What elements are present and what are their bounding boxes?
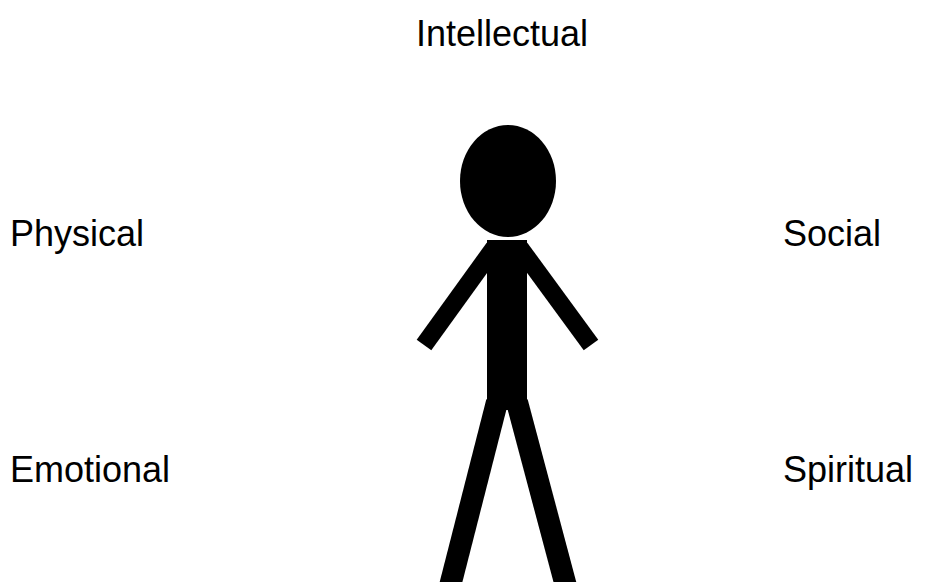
left-leg — [449, 402, 497, 582]
dimension-label: Intellectual — [416, 12, 588, 55]
dimension-label: Emotional — [10, 448, 170, 491]
dimension-label: Social — [783, 212, 881, 255]
head — [460, 125, 556, 237]
dimension-label: Spiritual — [783, 448, 913, 491]
legs — [449, 402, 567, 582]
dimension-label: Physical — [10, 212, 144, 255]
left-arm — [424, 248, 494, 345]
limbs — [424, 248, 591, 345]
right-leg — [517, 402, 567, 582]
torso — [487, 240, 527, 410]
right-arm — [520, 248, 591, 345]
